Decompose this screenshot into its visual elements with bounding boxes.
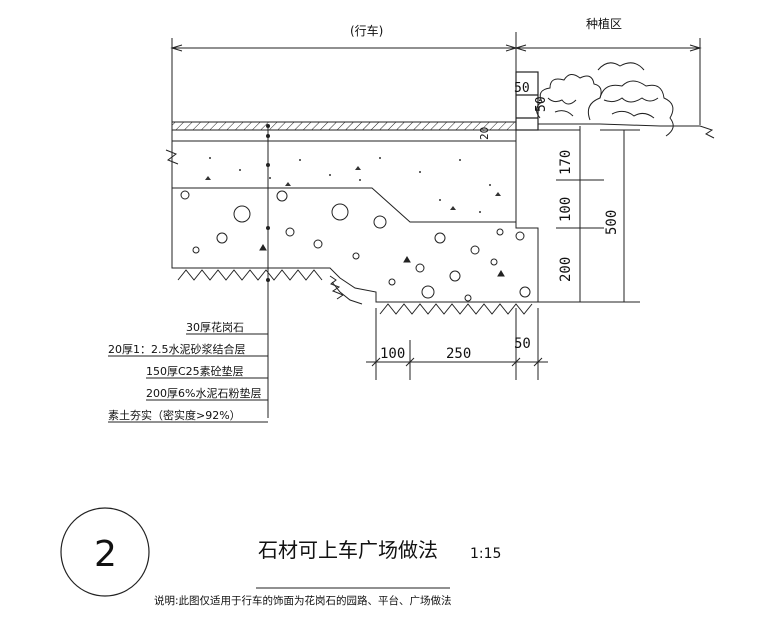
dim-200: 200 — [558, 257, 574, 282]
layer-label-granite: 30厚花岗石 — [186, 321, 244, 334]
dim-curb-top-50: 50 — [514, 81, 530, 96]
right-dimension-lines — [538, 126, 640, 303]
traffic-zone-label: (行车) — [350, 23, 383, 38]
granite-surface-layer — [171, 121, 517, 131]
layer-label-mortar: 20厚1：2.5水泥砂浆结合层 — [108, 342, 246, 356]
compacted-soil — [172, 267, 538, 315]
aggregate-texture — [180, 190, 531, 302]
planting-zone-label: 种植区 — [586, 16, 622, 31]
dim-20: 20 — [478, 127, 491, 140]
bottom-dimension-lines — [366, 308, 548, 380]
detail-number-circle — [60, 507, 150, 597]
dim-100-horizontal: 100 — [380, 346, 405, 362]
dim-170: 170 — [558, 150, 574, 175]
layer-label-concrete: 150厚C25素砼垫层 — [146, 364, 244, 378]
dim-100-vertical: 100 — [558, 197, 574, 222]
planting-soil-line — [538, 123, 715, 139]
dim-500: 500 — [604, 210, 620, 235]
detail-title: 石材可上车广场做法 — [258, 538, 438, 562]
layer-label-soil: 素土夯实（密实度>92%） — [108, 408, 241, 422]
detail-number: 2 — [94, 534, 117, 575]
base-layers-outline — [171, 140, 539, 303]
mortar-bed-layer — [171, 129, 517, 142]
dim-curb-50: 50 — [534, 96, 549, 112]
layer-label-stone-powder: 200厚6%水泥石粉垫层 — [146, 386, 261, 400]
curb-stone — [515, 71, 539, 131]
concrete-texture — [205, 157, 501, 213]
dim-250: 250 — [446, 346, 471, 362]
detail-scale: 1:15 — [470, 546, 501, 562]
detail-note: 说明:此图仅适用于行车的饰面为花岗石的园路、平台、广场做法 — [154, 594, 452, 607]
break-line-icon — [165, 149, 179, 165]
shrub-icon — [536, 62, 674, 137]
layer-leader-line — [108, 124, 270, 423]
dim-50-horizontal: 50 — [514, 336, 531, 352]
